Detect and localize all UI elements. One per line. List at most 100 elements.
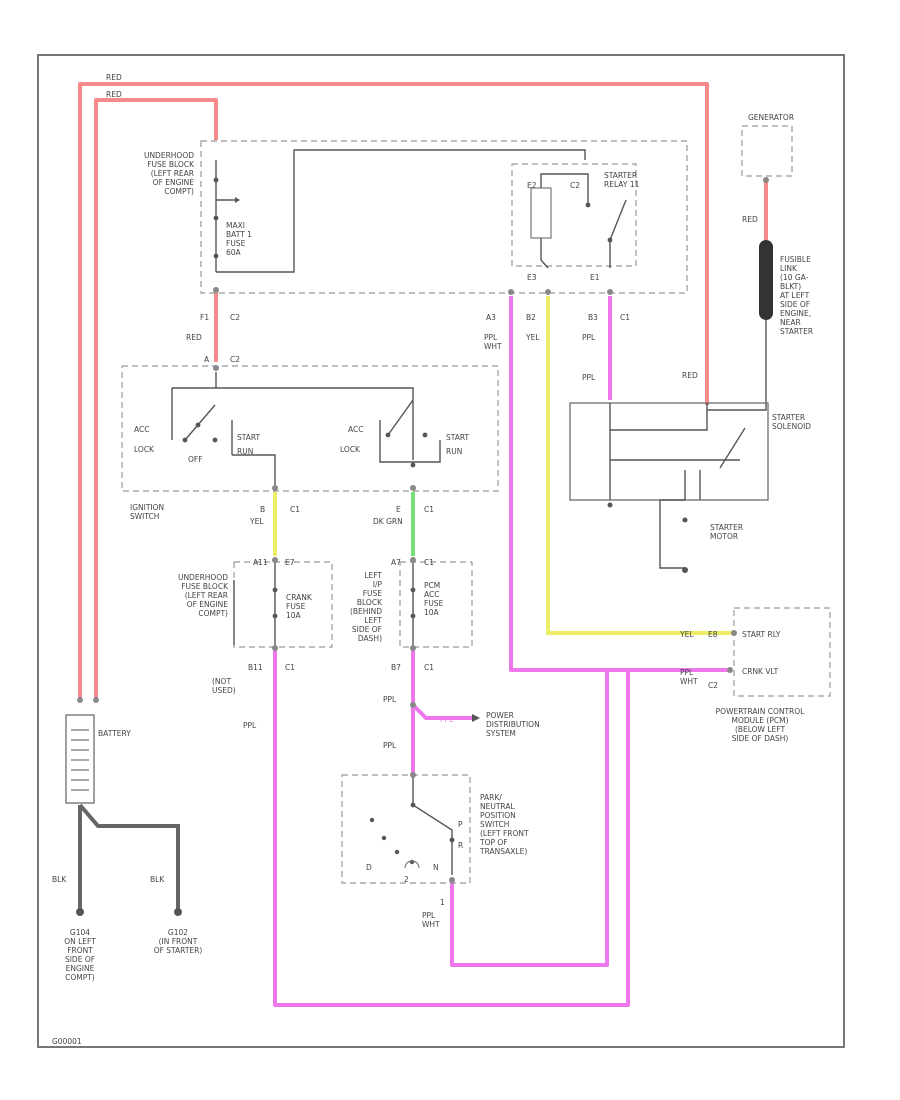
pink-wire-relay-to-pcm — [509, 296, 730, 672]
starter-relay-coil — [530, 187, 552, 239]
wire-label: PPL — [243, 721, 257, 730]
label-sw-start-l: START — [237, 433, 261, 442]
ground-g104-symbol — [76, 908, 84, 916]
power-distribution-arrow — [472, 714, 480, 722]
wire-label: RED — [742, 215, 758, 224]
label-sw-run-r: RUN — [446, 447, 462, 456]
connector-label: 1 — [440, 898, 445, 907]
fusible-link-body — [759, 240, 773, 405]
connector-label: C1 — [424, 505, 434, 514]
pink-wires — [273, 296, 730, 1007]
connector-label: C2 — [230, 313, 240, 322]
connector-label: C1 — [620, 313, 630, 322]
label-pns-n: N — [433, 863, 439, 872]
yellow-wires — [273, 296, 734, 635]
park-neutral-position-switch-box — [341, 774, 471, 884]
wire-label: PPL — [383, 695, 397, 704]
wire-label-pink-short: PPL — [440, 715, 454, 724]
wire-label: BLK — [150, 875, 165, 884]
connector-label: B11 — [248, 663, 263, 672]
label-start-rly: START RLY — [742, 630, 781, 639]
red-wires — [78, 82, 768, 700]
label-crnk-vlt: CRNK VLT — [742, 667, 779, 676]
connector-label: E2 — [527, 181, 537, 190]
fusible-link-to-solenoid — [707, 405, 767, 411]
label-pns-p: P — [458, 820, 463, 829]
wire-label: BLK — [52, 875, 67, 884]
connector-label: F1 — [200, 313, 209, 322]
red-wire-battery-to-solenoid — [78, 82, 709, 700]
connector-label: A3 — [486, 313, 496, 322]
label-sw-run-l: RUN — [237, 447, 253, 456]
connector-label: E7 — [285, 558, 295, 567]
wire-label: RED — [682, 371, 698, 380]
wire-color-labels: RED RED RED RED RED BLK BLK YEL YEL YEL … — [52, 73, 758, 929]
left-ip-fuse-block — [399, 561, 473, 648]
footer-code: G00001 — [52, 1037, 82, 1046]
pink-wire-crank-fuse-to-pcm — [273, 650, 630, 1007]
connector-label: A7 — [391, 558, 401, 567]
label-sw-lock-l: LOCK — [134, 445, 155, 454]
label-sw-start-r: START — [446, 433, 470, 442]
pink-wire-pns-return — [450, 670, 609, 967]
connector-label: B7 — [391, 663, 401, 672]
label-sw-acc-r: ACC — [348, 425, 363, 434]
wire-label: YEL — [249, 517, 264, 526]
connector-label: E1 — [590, 273, 600, 282]
wire-label: PPL — [383, 741, 397, 750]
connector-label: C1 — [290, 505, 300, 514]
connector-label: A11 — [253, 558, 268, 567]
wire-label: YEL — [679, 630, 694, 639]
starter-relay-box — [511, 163, 637, 267]
wire-label: RED — [106, 73, 122, 82]
wire-label: PPL — [582, 373, 596, 382]
connector-pins — [77, 177, 769, 883]
diagram-frame — [37, 54, 845, 1048]
wire-label: YEL — [525, 333, 540, 342]
battery-symbol — [65, 714, 95, 804]
label-pns-r: R — [458, 841, 463, 850]
connector-label: C1 — [424, 663, 434, 672]
label-pns-d: D — [366, 863, 372, 872]
ground-wires — [78, 803, 180, 910]
underhood-fuse-block-mid — [233, 561, 333, 648]
connector-label: C2 — [708, 681, 718, 690]
connector-label: B2 — [526, 313, 536, 322]
generator-box — [741, 125, 793, 177]
underhood-fuse-block-top — [200, 140, 688, 294]
label-sw-lock-r: LOCK — [340, 445, 361, 454]
battery-ground-wire-g102 — [78, 803, 180, 910]
connector-label: C1 — [424, 558, 434, 567]
connector-label: B — [260, 505, 265, 514]
connector-label: B3 — [588, 313, 598, 322]
wire-label: RED — [106, 90, 122, 99]
label-sw-off-l: OFF — [188, 455, 203, 464]
connector-label: E8 — [708, 630, 718, 639]
wire-label: PPL — [582, 333, 596, 342]
label-generator: GENERATOR — [748, 113, 794, 122]
pink-wire-to-power-distribution — [411, 703, 472, 720]
starter-solenoid-box — [569, 402, 769, 501]
connector-label: C2 — [230, 355, 240, 364]
label-pns-2: 2 — [404, 875, 409, 884]
